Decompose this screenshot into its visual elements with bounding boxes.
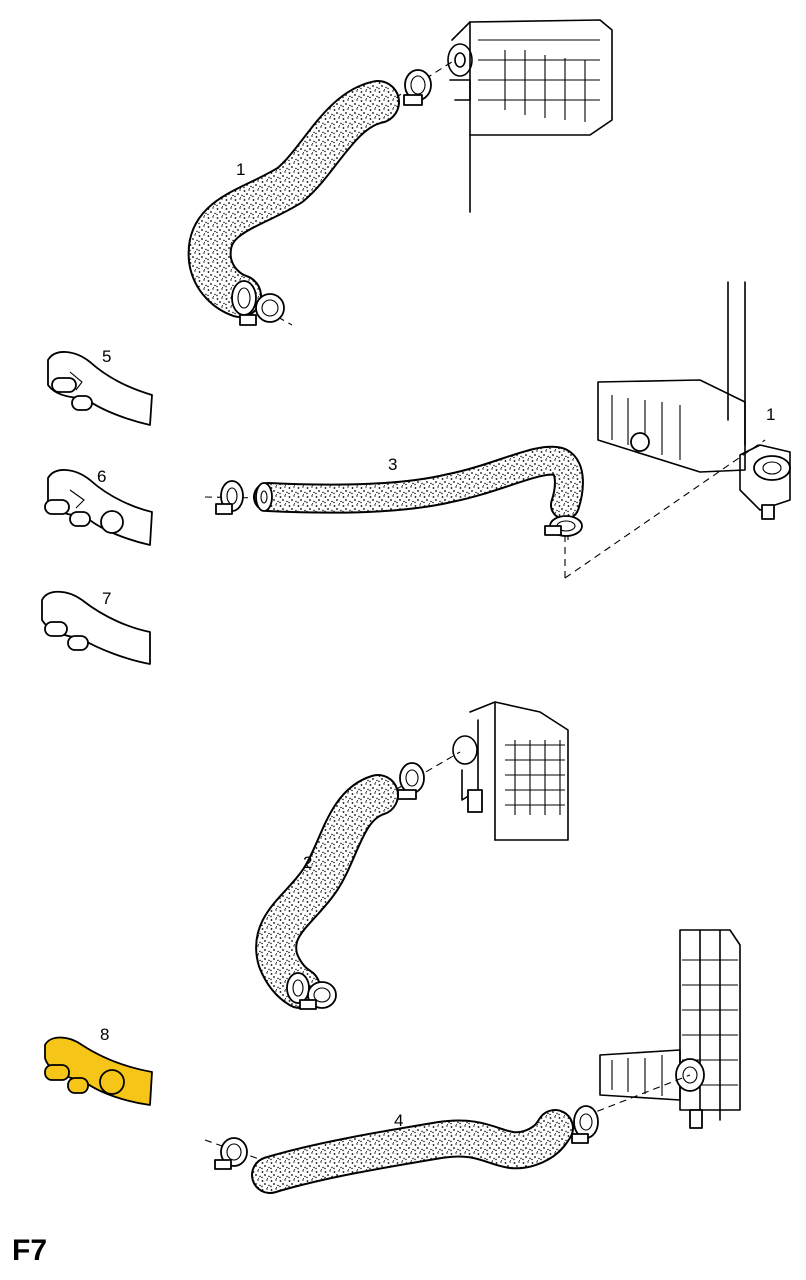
hose-2-group: 2 bbox=[255, 701, 569, 1010]
pipe-7: 7 bbox=[41, 589, 151, 665]
clamp-icon bbox=[215, 480, 244, 515]
hose-3-group: 3 1 bbox=[204, 281, 791, 579]
callout-detail-ref-1: 1 bbox=[766, 405, 775, 424]
clamp-icon bbox=[544, 515, 583, 537]
hose-1-group: 1 bbox=[187, 19, 613, 326]
clamp-icon bbox=[214, 1137, 248, 1170]
callout-pipe-5: 5 bbox=[102, 347, 111, 366]
callout-hose-4: 4 bbox=[394, 1111, 403, 1130]
figure-code: F7 bbox=[12, 1234, 48, 1267]
callout-hose-3: 3 bbox=[388, 455, 397, 474]
hose-4-group: 4 bbox=[204, 929, 741, 1194]
radiator-corner-illustration bbox=[452, 701, 569, 841]
pipe-6: 6 bbox=[44, 467, 153, 546]
pipe-5: 5 bbox=[47, 347, 153, 426]
callout-hose-2: 2 bbox=[303, 853, 312, 872]
callout-pipe-8: 8 bbox=[100, 1025, 109, 1044]
clamp-icon bbox=[239, 293, 285, 326]
detail-leader bbox=[564, 439, 766, 579]
clamp-icon bbox=[397, 762, 425, 800]
callout-pipe-7: 7 bbox=[102, 589, 111, 608]
callout-hose-1: 1 bbox=[236, 160, 245, 179]
clamp-icon bbox=[299, 981, 337, 1010]
callout-pipe-6: 6 bbox=[97, 467, 106, 486]
hose-4-axis bbox=[574, 1074, 691, 1121]
pipe-8: 8 bbox=[44, 1025, 153, 1106]
radiator-column-illustration bbox=[599, 929, 741, 1129]
clamp-icon bbox=[571, 1105, 599, 1144]
radiator-top-illustration bbox=[447, 19, 613, 213]
radiator-side-illustration bbox=[597, 281, 791, 520]
clamp-icon bbox=[403, 69, 432, 106]
